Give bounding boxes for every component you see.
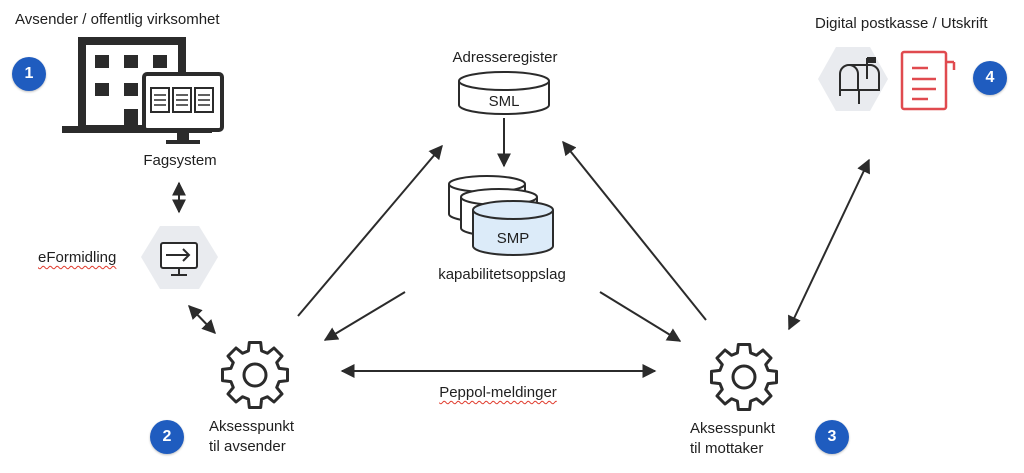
ap-sender-label-line1: Aksesspunkt [209,418,295,435]
arrow-registry-to-ap-sender [323,291,406,341]
step-badge-3: 3 [815,420,849,454]
monitor-icon [142,72,224,144]
arrow-ap-sender-to-registry [297,144,443,317]
eformidling-label: eFormidling [38,249,117,266]
sml-database-icon: SML [458,71,550,115]
gear-outline [709,342,779,412]
capability-lookup-label: kapabilitetsoppslag [438,266,566,283]
fagsystem-label: Fagsystem [143,152,217,169]
arrow-ap-receiver-recipient [788,158,870,331]
registry-title: Adresseregister [452,49,558,66]
step-badge-2: 2 [150,420,184,454]
peppol-messages-label: Peppol-meldinger [439,384,557,401]
sml-label: SML [489,93,520,110]
arrow-registry-to-ap-receiver [599,291,682,342]
step-badge-4: 4 [973,61,1007,95]
smp-database-icon: SMP [448,175,554,256]
ap-receiver-label-line2: til mottaker [690,440,764,457]
recipient-title: Digital postkasse / Utskrift [815,15,988,32]
arrow-ap-receiver-to-registry [562,140,707,321]
gear-icon [709,342,779,412]
print-document-icon [900,50,956,111]
ap-sender-label-line2: til avsender [209,438,286,455]
gear-outline [220,340,290,410]
arrow-eformidling-ap-sender [188,304,216,335]
smp-label: SMP [497,230,530,247]
mailbox-icon [818,47,888,111]
ap-receiver-label-line1: Aksesspunkt [690,420,776,437]
gear-icon [220,340,290,410]
eformidling-icon [141,226,218,289]
step-badge-1: 1 [12,57,46,91]
sender-title: Avsender / offentlig virksomhet [15,11,220,28]
gear-hub [242,362,268,388]
gear-hub [731,364,757,390]
